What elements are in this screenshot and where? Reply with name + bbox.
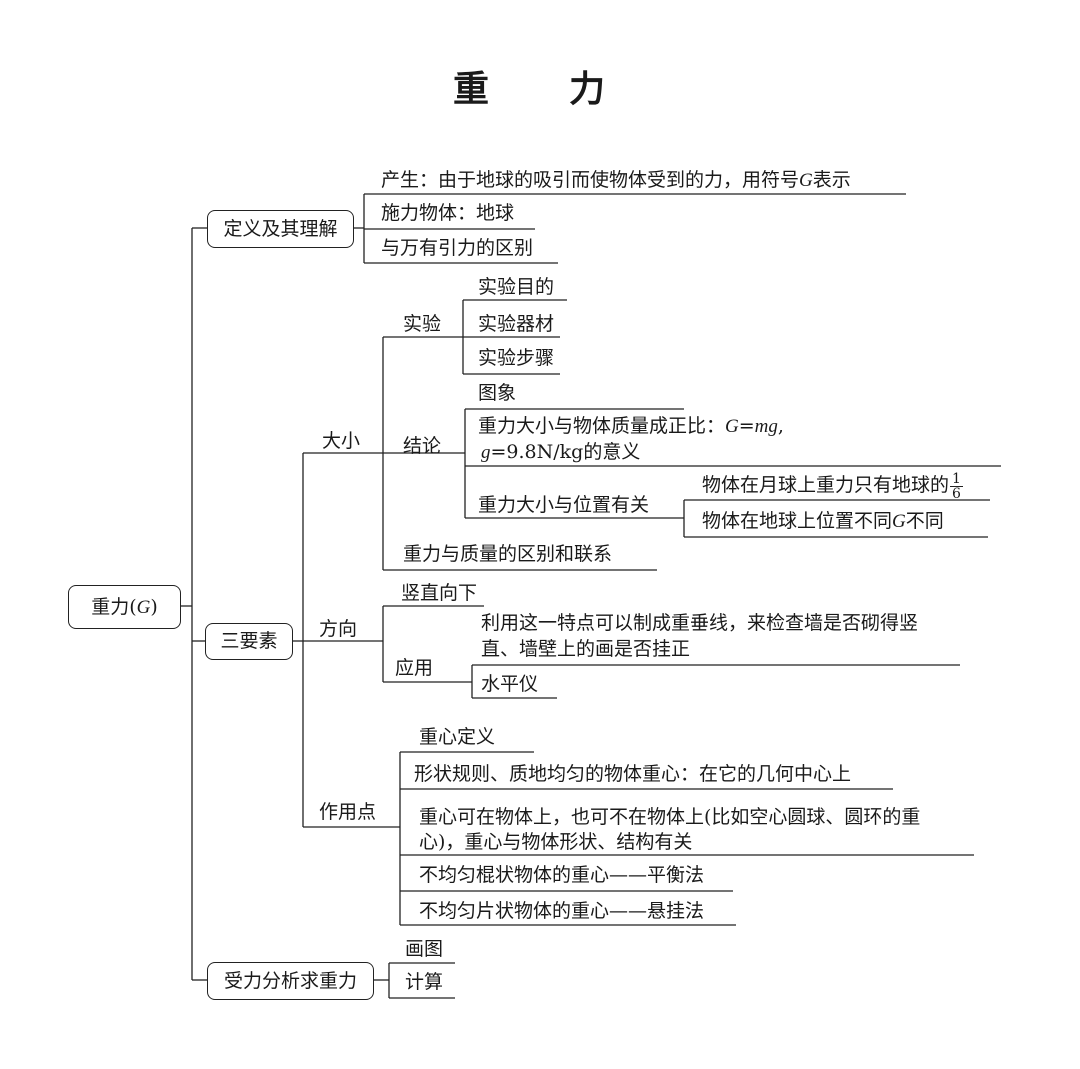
force-analysis-node: 受力分析求重力 — [207, 962, 374, 1000]
point-location-1: 重心可在物体上，也可不在物体上(比如空心圆球、圆环的重 — [419, 806, 921, 828]
three-elements-node: 三要素 — [205, 623, 293, 660]
mass-relation: 重力与质量的区别和联系 — [403, 543, 613, 565]
application-plumb-line-2: 直、墙壁上的画是否挂正 — [481, 638, 691, 660]
formula-mg: mg — [754, 416, 778, 437]
position-label: 重力大小与位置有关 — [478, 494, 650, 516]
definition-node: 定义及其理解 — [207, 210, 354, 248]
point-location-2: 心)，重心与物体形状、结构有关 — [419, 831, 693, 853]
definition-label: 定义及其理解 — [223, 218, 338, 240]
formula-comma: , — [777, 415, 784, 437]
definition-origin-symbol: G — [799, 170, 813, 191]
earth-text: 物体在地球上位置不同 — [702, 510, 893, 532]
conclusion-g-value: g=9.8N/kg的意义 — [481, 439, 640, 466]
point-definition: 重心定义 — [419, 726, 496, 748]
experiment-equipment: 实验器材 — [478, 313, 555, 335]
position-earth: 物体在地球上位置不同G不同 — [702, 508, 944, 535]
conclusion-label: 结论 — [403, 435, 442, 457]
earth-suffix: 不同 — [905, 510, 944, 532]
point-regular: 形状规则、质地均匀的物体重心：在它的几何中心上 — [414, 763, 852, 785]
g-value-text: =9.8N/kg的意义 — [490, 441, 641, 463]
definition-origin: 产生：由于地球的吸引而使物体受到的力，用符号G表示 — [381, 167, 851, 194]
root-symbol: G — [136, 597, 151, 618]
magnitude-label: 大小 — [322, 430, 361, 452]
force-analysis-draw: 画图 — [405, 938, 444, 960]
point-rod: 不均匀棍状物体的重心——平衡法 — [419, 864, 705, 886]
conclusion-proportional: 重力大小与物体质量成正比：G=mg, — [478, 413, 784, 440]
application-level: 水平仪 — [481, 673, 539, 695]
definition-source: 施力物体：地球 — [381, 202, 515, 224]
application-plumb-line-1: 利用这一特点可以制成重垂线，来检查墙是否砌得竖 — [481, 612, 919, 634]
conclusion-graph: 图象 — [478, 382, 517, 404]
fraction-numerator: 1 — [950, 470, 963, 487]
force-analysis-calculate: 计算 — [405, 971, 444, 993]
force-analysis-label: 受力分析求重力 — [223, 970, 357, 992]
experiment-label: 实验 — [403, 313, 442, 335]
definition-origin-suffix: 表示 — [812, 169, 851, 191]
diagram-title: 重 力 — [452, 68, 627, 110]
direction-vertical: 竖直向下 — [401, 582, 478, 604]
earth-symbol: G — [892, 511, 906, 532]
point-label: 作用点 — [319, 801, 377, 823]
direction-label: 方向 — [319, 618, 358, 640]
definition-origin-text: 产生：由于地球的吸引而使物体受到的力，用符号 — [381, 169, 800, 191]
application-label: 应用 — [395, 657, 434, 679]
moon-text: 物体在月球上重力只有地球的 — [702, 474, 950, 496]
formula-g-symbol: G — [725, 416, 739, 437]
three-elements-label: 三要素 — [220, 630, 278, 652]
experiment-purpose: 实验目的 — [478, 276, 555, 298]
root-suffix: ) — [150, 596, 158, 618]
formula-equals: = — [738, 415, 755, 437]
fraction-denominator: 6 — [952, 485, 961, 502]
proportional-text: 重力大小与物体质量成正比： — [478, 415, 726, 437]
g-symbol: g — [481, 442, 491, 463]
root-prefix: 重力( — [91, 596, 137, 618]
point-plate: 不均匀片状物体的重心——悬挂法 — [419, 900, 705, 922]
definition-difference: 与万有引力的区别 — [381, 237, 534, 259]
root-node: 重力(G) — [68, 585, 181, 629]
experiment-steps: 实验步骤 — [478, 347, 555, 369]
